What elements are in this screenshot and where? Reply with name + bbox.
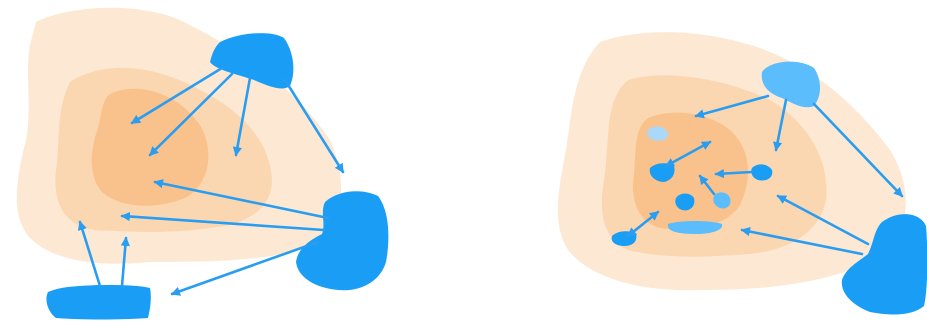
- source-blob: [46, 285, 150, 320]
- right-panel: [558, 32, 927, 314]
- left-panel: [17, 8, 389, 320]
- left-concentration-zones: [17, 8, 341, 264]
